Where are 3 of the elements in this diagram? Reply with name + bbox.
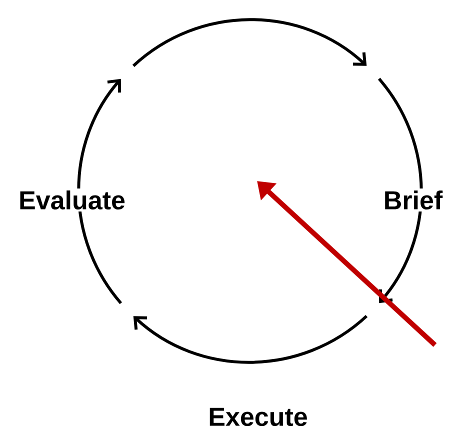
stage-label: Evaluate: [16, 188, 128, 212]
stage-label: Brief: [381, 188, 445, 212]
stage-label: Execute: [206, 406, 310, 428]
